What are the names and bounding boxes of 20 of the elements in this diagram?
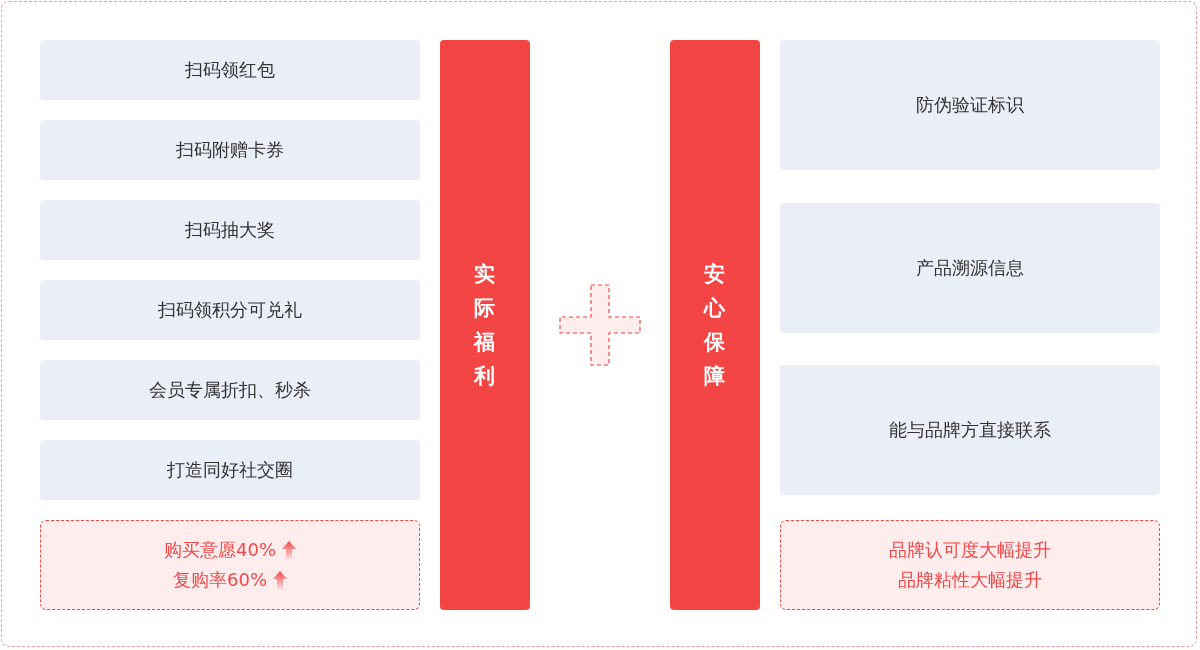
result-text: 购买意愿40% — [164, 538, 276, 562]
result-box — [40, 520, 420, 610]
feature-text: 会员专属折扣、秒杀 — [149, 378, 311, 402]
feature-text: 防伪验证标识 — [916, 93, 1024, 117]
feature-text: 扫码抽大奖 — [185, 218, 275, 242]
bar-title: 实际福利 — [473, 261, 496, 390]
feature-text: 能与品牌方直接联系 — [889, 418, 1051, 442]
plus-sign — [559, 284, 641, 366]
feature-text: 扫码领积分可兑礼 — [158, 298, 302, 322]
category-bar — [440, 40, 530, 610]
category-bar — [670, 40, 760, 610]
feature-text: 扫码领红包 — [185, 58, 275, 82]
feature-text: 产品溯源信息 — [916, 256, 1024, 280]
feature-text: 打造同好社交圈 — [167, 458, 293, 482]
result-text: 品牌认可度大幅提升 — [889, 538, 1051, 562]
result-box — [780, 520, 1160, 610]
feature-text: 扫码附赠卡券 — [176, 138, 284, 162]
result-text: 复购率60% — [173, 568, 267, 592]
result-text: 品牌粘性大幅提升 — [898, 568, 1042, 592]
bar-title: 安心保障 — [703, 261, 726, 390]
